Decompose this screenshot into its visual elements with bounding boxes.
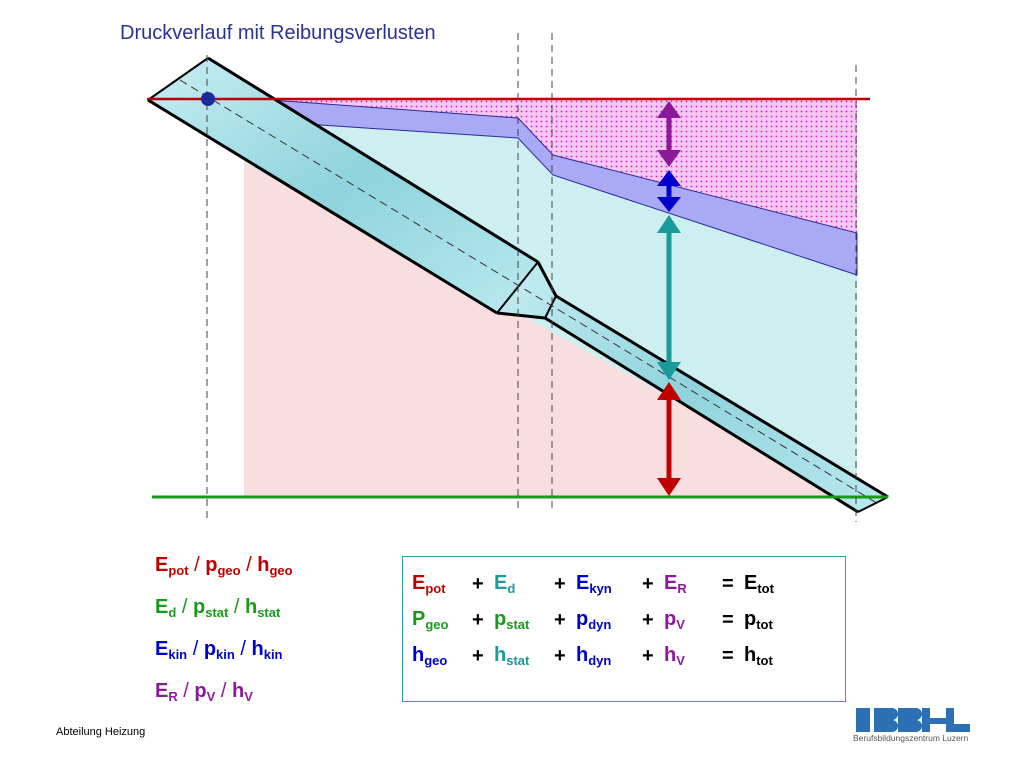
friction-loss-arrow-icon (657, 101, 681, 167)
legend-item-kin: Ekin / pkin / hkin (155, 638, 283, 662)
equation-row-height: hgeo + hstat + hdyn + hV = htot (412, 644, 773, 668)
start-point-icon (201, 92, 215, 106)
footer-department: Abteilung Heizung (56, 726, 146, 738)
bbzl-logo-icon (856, 708, 970, 732)
pipe-narrow (497, 262, 888, 512)
equation-row-energy: Epot + Ed + Ekyn + ER = Etot (412, 572, 774, 596)
geodetic-pressure-arrow-icon (657, 382, 681, 496)
equation-table: Epot + Ed + Ekyn + ER = Etot Pgeo + psta… (412, 566, 774, 674)
legend-item-stat: Ed / pstat / hstat (155, 596, 281, 620)
equation-row-pressure: Pgeo + pstat + pdyn + pV = ptot (412, 608, 773, 632)
legend-item-geo: Epot / pgeo / hgeo (155, 554, 293, 578)
page-title: Druckverlauf mit Reibungsverlusten (120, 22, 436, 44)
dynamic-pressure-arrow-icon (657, 170, 681, 212)
legend: Epot / pgeo / hgeo Ed / pstat / hstat Ek… (155, 547, 293, 715)
static-pressure-arrow-icon (657, 215, 681, 380)
friction-loss-area (244, 100, 857, 233)
legend-item-loss: ER / pV / hV (155, 680, 253, 704)
logo-caption: Berufsbildungszentrum Luzern (853, 733, 969, 743)
dynamic-pressure-band (243, 97, 858, 276)
equation-box (402, 556, 846, 702)
pipe-wide (148, 58, 538, 313)
